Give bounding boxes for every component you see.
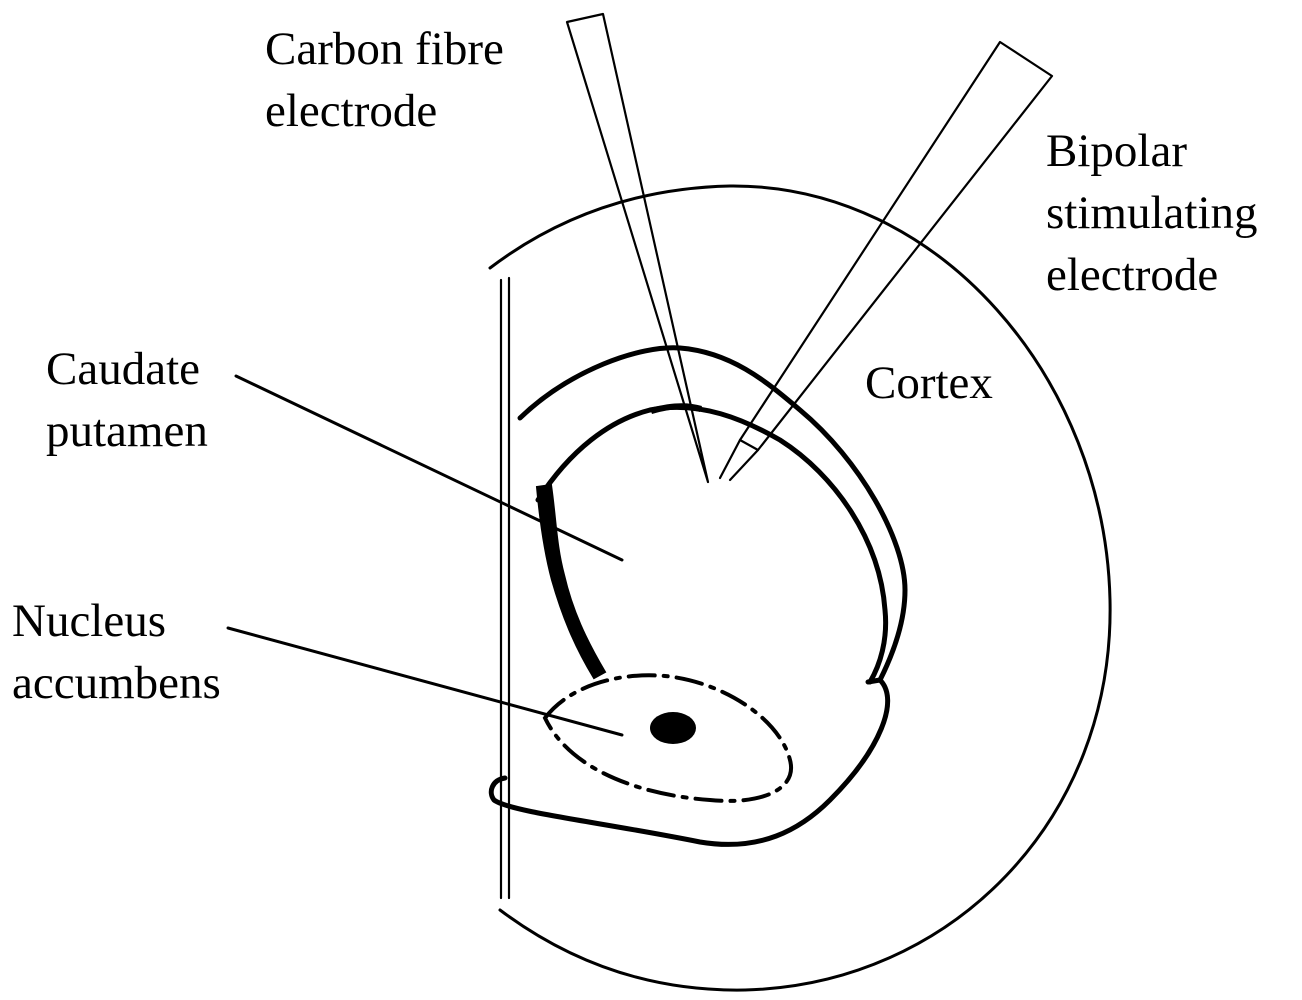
nucleus-label-line1: Nucleus [12, 595, 166, 647]
carbon-fibre-electrode [565, 12, 710, 484]
cortex-label: Cortex [865, 357, 993, 409]
caudate-putamen-outline [535, 404, 889, 685]
nucleus-leader-line [226, 626, 624, 737]
bipolar-label-line2: stimulating [1046, 187, 1258, 239]
cortex-outline [488, 184, 1112, 992]
nucleus-accumbens-outline [542, 673, 794, 803]
lateral-ventricle [535, 483, 607, 680]
callosum-thick-segment [650, 403, 702, 414]
nucleus-label-line2: accumbens [12, 657, 221, 709]
corpus-callosum-arc [517, 345, 908, 683]
carbon-fibre-label-line2: electrode [265, 85, 437, 137]
carbon-fibre-label-line1: Carbon fibre [265, 23, 504, 75]
caudate-label-line1: Caudate [46, 343, 200, 395]
caudate-label-line2: putamen [46, 405, 208, 457]
ventral-outline [488, 677, 891, 847]
bipolar-label-line1: Bipolar [1046, 125, 1187, 177]
bipolar-label-line3: electrode [1046, 249, 1218, 301]
recording-site-spot [650, 712, 696, 744]
bipolar-tip-right [728, 448, 760, 482]
caudate-leader-line [234, 374, 624, 562]
bipolar-tip-left [718, 438, 742, 480]
